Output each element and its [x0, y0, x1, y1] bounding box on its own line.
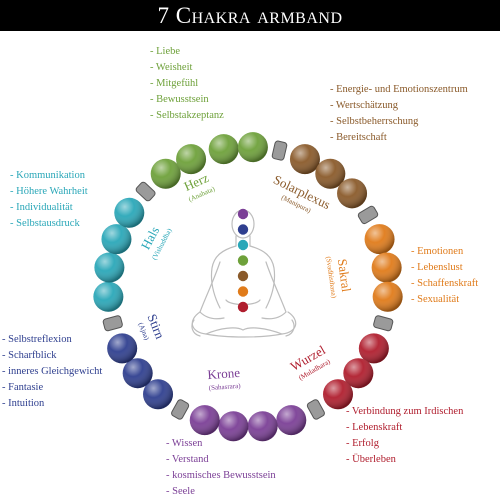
- bead-highlight: [364, 224, 395, 255]
- list-root: - Verbindung zum Irdischen - Lebenskraft…: [346, 404, 463, 468]
- chakra-label-sacral: Sakral (Svadhisthana): [324, 256, 355, 299]
- list-item: - Individualität: [10, 202, 73, 213]
- list-item: - Selbstreflexion: [2, 334, 72, 345]
- page-title: 7 Chakra armband: [0, 0, 500, 31]
- bead-highlight: [189, 405, 220, 436]
- list-item: - Intuition: [2, 398, 45, 409]
- spacer-bead: [171, 399, 190, 420]
- list-item: - Scharfblick: [2, 350, 57, 361]
- list-item: - inneres Gleichgewicht: [2, 366, 103, 377]
- bead-highlight: [93, 281, 124, 312]
- bead-highlight: [237, 132, 268, 163]
- bead-highlight: [371, 252, 402, 283]
- bead-highlight: [276, 405, 307, 436]
- list-item: - Wissen: [166, 438, 203, 449]
- list-solar-plexus: - Energie- und Emotionszentrum - Wertsch…: [330, 82, 468, 146]
- chakra-dot-root: [237, 301, 249, 313]
- chakra-name-crown: Krone: [207, 365, 241, 382]
- list-item: - Erfolg: [346, 438, 379, 449]
- list-item: - Kommunikation: [10, 170, 85, 181]
- list-item: - Lebenskraft: [346, 422, 403, 433]
- list-item: - Verstand: [166, 454, 209, 465]
- chakra-dot-throat: [237, 239, 249, 251]
- list-item: - Selbstbeherrschung: [330, 116, 419, 127]
- list-item: - Bereitschaft: [330, 132, 387, 143]
- chakra-label-third-eye: Stirn (Ajna): [137, 312, 169, 342]
- list-item: - Seele: [166, 486, 195, 497]
- bead-highlight: [94, 252, 125, 283]
- list-item: - Selbstakzeptanz: [150, 110, 224, 121]
- chakra-dot-sacral: [237, 286, 249, 297]
- chakra-dot-heart: [237, 255, 249, 266]
- list-item: - Überleben: [346, 454, 396, 465]
- chakra-label-throat: Hals (Vishuddha): [138, 224, 174, 262]
- chakra-label-crown: Krone (Sahasrara): [207, 365, 242, 392]
- bead-highlight: [107, 333, 138, 364]
- bead-highlight: [101, 224, 132, 255]
- list-crown: - Wissen - Verstand - kosmisches Bewusst…: [166, 436, 276, 500]
- spacer-bead: [271, 140, 288, 161]
- chakra-dot-third-eye: [237, 224, 249, 235]
- bead-highlight: [322, 379, 353, 410]
- chakra-dot-crown: [237, 208, 249, 220]
- chakra-name-sacral: Sakral: [335, 258, 355, 293]
- list-heart: - Liebe - Weisheit - Mitgefühl - Bewusst…: [150, 44, 224, 124]
- spacer-bead: [306, 399, 325, 420]
- spacer-bead: [135, 181, 156, 202]
- list-item: - Weisheit: [150, 62, 193, 73]
- list-item: - kosmisches Bewusstsein: [166, 470, 276, 481]
- bead-highlight: [289, 144, 320, 175]
- list-item: - Sexualität: [411, 294, 460, 305]
- spacer-bead: [373, 315, 394, 332]
- list-item: - Wertschätzung: [330, 100, 399, 111]
- list-sacral: - Emotionen - Lebenslust - Schaffenskraf…: [411, 244, 478, 308]
- list-item: - Verbindung zum Irdischen: [346, 406, 464, 417]
- bead-highlight: [176, 144, 207, 175]
- bead-highlight: [150, 158, 181, 189]
- list-item: - Schaffenskraft: [411, 278, 479, 289]
- list-item: - Bewusstsein: [150, 94, 209, 105]
- list-item: - Höhere Wahrheit: [10, 186, 88, 197]
- chakra-label-root: Wurzel (Muladhara): [288, 342, 333, 382]
- bead-highlight: [143, 379, 174, 410]
- bead-highlight: [208, 134, 239, 165]
- list-item: - Selbstausdruck: [10, 218, 80, 229]
- chakra-dot-solar-plexus: [237, 270, 249, 282]
- chakra-label-heart: Herz (Anahata): [182, 170, 217, 204]
- bead-highlight: [247, 411, 278, 442]
- bead-highlight: [315, 158, 346, 189]
- bead-highlight: [122, 358, 153, 389]
- chakra-dots: [237, 208, 249, 313]
- list-item: - Energie- und Emotionszentrum: [330, 84, 468, 95]
- list-item: - Lebenslust: [411, 262, 463, 273]
- bead-highlight: [343, 358, 374, 389]
- spacer-bead: [357, 205, 379, 225]
- bead-highlight: [337, 178, 368, 209]
- bead-highlight: [114, 197, 145, 228]
- bead-highlight: [372, 281, 403, 312]
- list-item: - Emotionen: [411, 246, 464, 257]
- list-throat: - Kommunikation - Höhere Wahrheit - Indi…: [10, 168, 88, 232]
- meditation-figure-icon: [191, 209, 297, 338]
- list-item: - Liebe: [150, 46, 181, 57]
- bead-highlight: [358, 333, 389, 364]
- spacer-bead: [102, 315, 123, 332]
- bracelet-beads: [93, 132, 403, 442]
- list-item: - Mitgefühl: [150, 78, 199, 89]
- list-item: - Fantasie: [2, 382, 44, 393]
- bead-highlight: [218, 411, 249, 442]
- chakra-sub-crown: (Sahasrara): [208, 382, 241, 392]
- list-third-eye: - Selbstreflexion - Scharfblick - innere…: [2, 332, 102, 412]
